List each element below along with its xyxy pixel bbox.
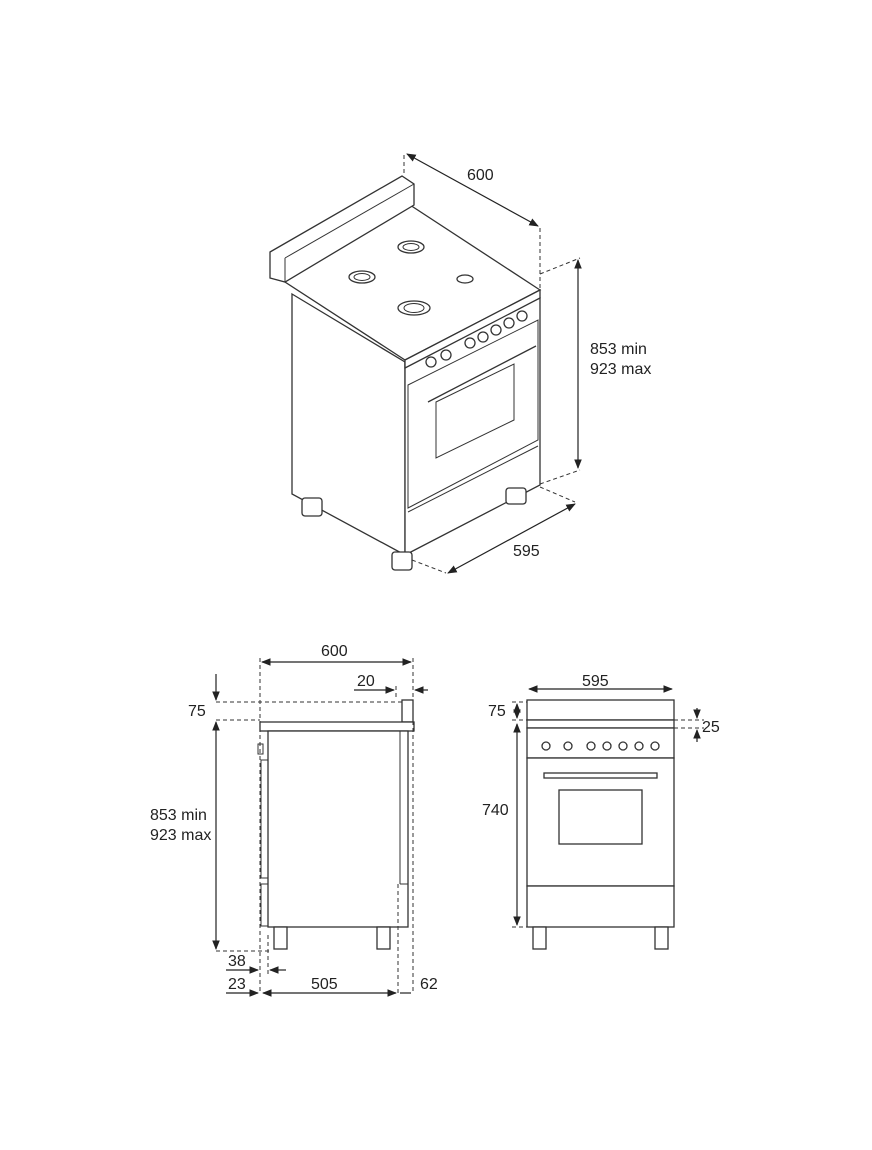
side-body — [267, 730, 409, 928]
iso-width-label: 600 — [467, 167, 494, 184]
front-oven-window — [558, 789, 643, 845]
front-width-label: 595 — [582, 673, 609, 690]
front-drawer — [526, 885, 675, 928]
side-height-min-label: 853 min — [150, 807, 207, 824]
side-worktop — [259, 721, 415, 732]
side-height-max-label: 923 max — [150, 827, 211, 844]
iso-oven-window — [435, 363, 515, 459]
front-body-height-label: 740 — [482, 802, 509, 819]
front-panel-gap-label: 25 — [702, 719, 720, 736]
iso-burner-front — [397, 300, 431, 316]
front-control-panel — [526, 727, 675, 759]
iso-feet — [301, 487, 527, 571]
side-top-height-label: 75 — [188, 703, 206, 720]
side-backguard-label: 20 — [357, 673, 375, 690]
front-top-height-label: 75 — [488, 703, 506, 720]
iso-control-knobs — [425, 310, 528, 368]
side-backguard — [401, 699, 414, 723]
side-offset-23-label: 23 — [228, 976, 246, 993]
front-door-handle — [543, 772, 658, 779]
front-view: 595 75 25 740 — [482, 673, 720, 950]
front-backguard — [526, 699, 675, 721]
iso-burner-right — [456, 274, 474, 284]
iso-depth-label: 595 — [513, 543, 540, 560]
isometric-view: 600 853 min 923 max 595 — [269, 153, 651, 574]
side-width-label: 600 — [321, 643, 348, 660]
front-worktop — [526, 719, 675, 729]
side-door-profile — [260, 759, 269, 879]
side-offset-38-label: 38 — [228, 953, 246, 970]
front-foot-right — [654, 926, 669, 950]
iso-drawer-line — [407, 445, 539, 513]
iso-door-handle — [427, 345, 537, 403]
iso-burner-left — [348, 270, 376, 284]
iso-worktop-edge — [404, 288, 541, 370]
iso-depth-dimension — [447, 503, 576, 574]
side-foot-front — [273, 926, 288, 950]
side-drawer-profile — [260, 883, 269, 927]
front-foot-left — [532, 926, 547, 950]
iso-width-dimension — [406, 153, 539, 227]
iso-height-max-label: 923 max — [590, 361, 651, 378]
iso-burner-rear-left — [397, 240, 425, 254]
side-body-depth-label: 505 — [311, 976, 338, 993]
iso-oven-door — [407, 319, 539, 509]
side-view: 600 20 75 853 min 923 max 38 23 505 62 — [150, 643, 438, 997]
iso-height-min-label: 853 min — [590, 341, 647, 358]
side-foot-rear — [376, 926, 391, 950]
side-rear-62-label: 62 — [420, 976, 438, 993]
front-control-knobs — [541, 741, 660, 751]
